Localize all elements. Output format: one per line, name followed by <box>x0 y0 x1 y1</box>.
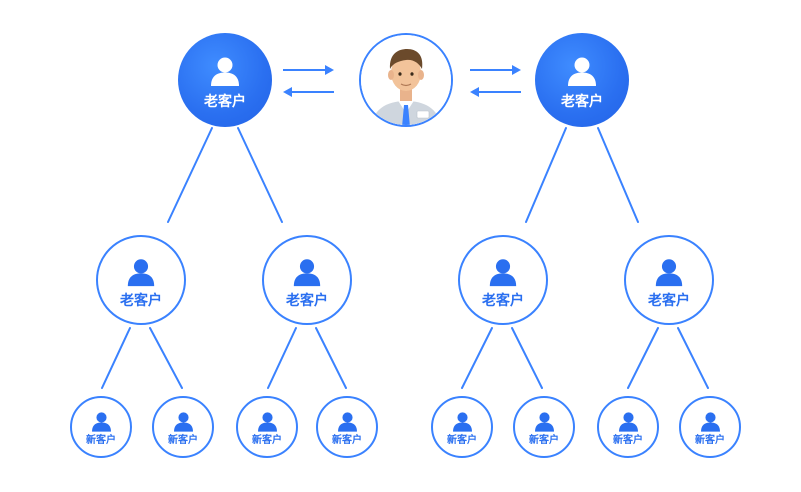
person-icon <box>90 410 113 433</box>
connector-line <box>598 128 638 222</box>
old-customer-node: 老客户 <box>178 33 272 127</box>
person-icon <box>256 410 279 433</box>
connector-line <box>526 128 566 222</box>
new-customer-node: 新客户 <box>597 396 659 458</box>
connector-line <box>678 328 708 388</box>
node-label: 新客户 <box>447 436 477 446</box>
new-customer-node: 新客户 <box>679 396 741 458</box>
node-label: 新客户 <box>529 436 559 446</box>
old-customer-node: 老客户 <box>458 235 548 325</box>
node-label: 新客户 <box>168 436 198 446</box>
old-customer-node: 老客户 <box>96 235 186 325</box>
node-label: 老客户 <box>561 94 603 108</box>
person-icon <box>617 410 640 433</box>
node-label: 老客户 <box>286 293 328 307</box>
new-customer-node: 新客户 <box>236 396 298 458</box>
new-customer-node: 新客户 <box>316 396 378 458</box>
node-label: 新客户 <box>332 436 362 446</box>
connector-line <box>316 328 346 388</box>
connector-line <box>512 328 542 388</box>
connector-line <box>238 128 282 222</box>
person-icon <box>208 54 242 88</box>
node-label: 新客户 <box>86 436 116 446</box>
connector-line <box>168 128 212 222</box>
connector-line <box>628 328 658 388</box>
person-icon <box>487 256 519 288</box>
connector-line <box>268 328 296 388</box>
new-customer-node: 新客户 <box>431 396 493 458</box>
connector-line <box>462 328 492 388</box>
person-icon <box>451 410 474 433</box>
person-icon <box>336 410 359 433</box>
old-customer-node: 老客户 <box>624 235 714 325</box>
old-customer-node: 老客户 <box>262 235 352 325</box>
node-label: 老客户 <box>482 293 524 307</box>
node-label: 新客户 <box>252 436 282 446</box>
connector-line <box>150 328 182 388</box>
person-icon <box>125 256 157 288</box>
person-icon <box>291 256 323 288</box>
new-customer-node: 新客户 <box>513 396 575 458</box>
person-icon <box>699 410 722 433</box>
person-icon <box>172 410 195 433</box>
person-icon <box>653 256 685 288</box>
connector-line <box>102 328 130 388</box>
node-label: 老客户 <box>120 293 162 307</box>
node-label: 新客户 <box>695 436 725 446</box>
person-icon <box>565 54 599 88</box>
old-customer-node: 老客户 <box>535 33 629 127</box>
agent-avatar-icon <box>359 33 453 127</box>
new-customer-node: 新客户 <box>70 396 132 458</box>
node-label: 新客户 <box>613 436 643 446</box>
new-customer-node: 新客户 <box>152 396 214 458</box>
node-label: 老客户 <box>648 293 690 307</box>
person-icon <box>533 410 556 433</box>
node-label: 老客户 <box>204 94 246 108</box>
